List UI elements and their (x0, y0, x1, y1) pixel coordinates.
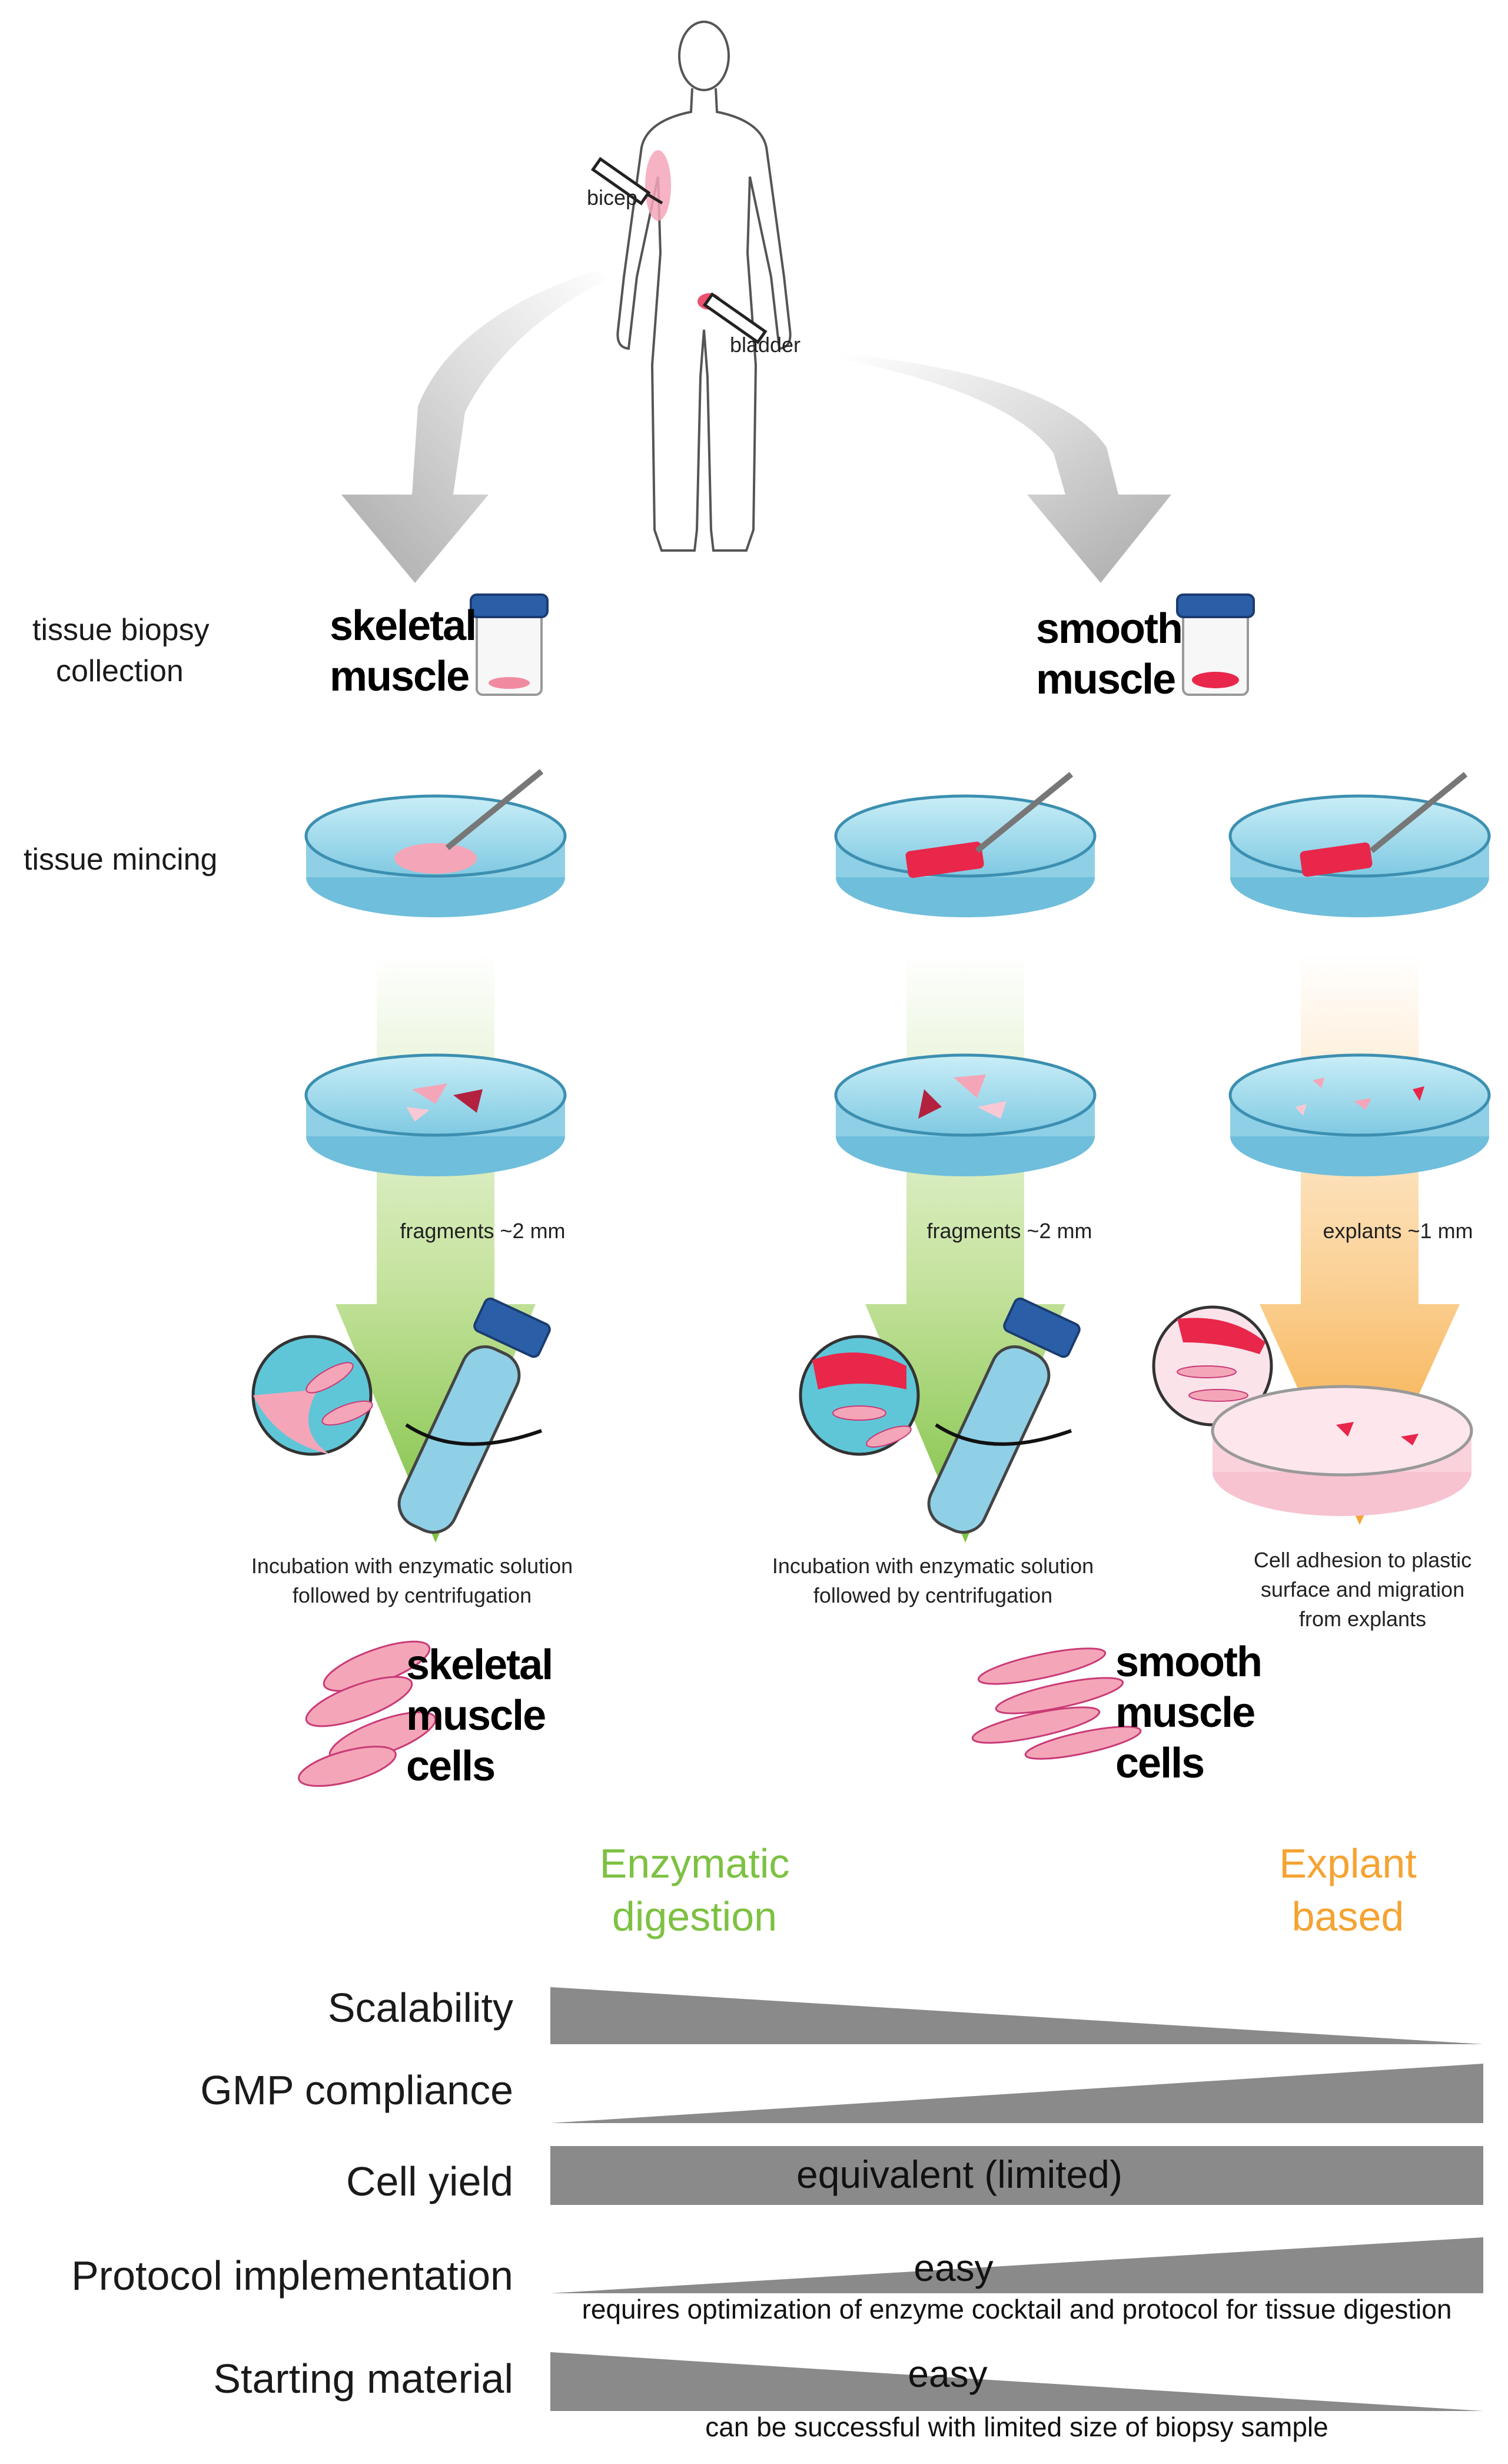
petri-dish-explants-right (1228, 1053, 1491, 1176)
explant-heading-line1: Explant (1279, 1840, 1417, 1886)
criterion-cell-yield: Cell yield (346, 2158, 513, 2204)
skm-cells-line1: skeletal (406, 1641, 553, 1689)
container-icon-skeletal (470, 593, 549, 696)
explant-based-heading: Explant based (1207, 1837, 1489, 1943)
bicep-needle-icon (590, 157, 663, 205)
step-label-mincing: tissue mincing (24, 843, 218, 877)
smooth-muscle-title-line1: smooth (1036, 605, 1183, 652)
bicep-label: bicep (586, 185, 638, 210)
skm-cells-line2: muscle (406, 1692, 546, 1739)
enzymatic-digestion-heading: Enzymatic digestion (530, 1837, 859, 1943)
incubation-text-mid-1: Incubation with enzymatic solution (772, 1554, 1094, 1578)
fragments-label-mid: fragments ~2 mm (926, 1219, 1092, 1243)
step-label-collection-2: collection (56, 654, 184, 688)
petri-dish-mincing-left (304, 769, 567, 917)
smc-cells-line1: smooth (1115, 1639, 1263, 1686)
skeletal-muscle-cells-cluster (298, 1640, 437, 1787)
protocol-easy-text: easy (914, 2247, 994, 2289)
starting-material-note: can be successful with limited size of b… (705, 2412, 1328, 2442)
criterion-scalability: Scalability (327, 1985, 513, 2031)
smc-cells-line2: muscle (1115, 1689, 1255, 1736)
skm-cells-line3: cells (406, 1743, 496, 1790)
criterion-protocol-implementation: Protocol implementation (71, 2253, 513, 2299)
adhesion-text-3: from explants (1298, 1607, 1427, 1631)
petri-dish-fragments-left (304, 1053, 567, 1176)
gray-arrow-right (842, 353, 1171, 583)
smooth-muscle-title-line2: muscle (1036, 656, 1176, 703)
incubation-text-left: Incubation with enzymatic solution follo… (206, 1551, 618, 1610)
explant-dish-right (1211, 1385, 1473, 1516)
criterion-starting-material: Starting material (213, 2356, 513, 2402)
adhesion-text: Cell adhesion to plastic surface and mig… (1218, 1546, 1507, 1634)
zoom-circle-mid (799, 1335, 920, 1456)
incubation-text-left-1: Incubation with enzymatic solution (251, 1554, 573, 1578)
starting-easy-text: easy (908, 2353, 988, 2395)
smooth-muscle-cells-label: smooth muscle cells (1115, 1637, 1263, 1789)
cell-yield-text: equivalent (limited) (796, 2153, 1122, 2196)
container-icon-smooth (1176, 593, 1255, 696)
petri-dish-mincing-mid (834, 772, 1097, 917)
skeletal-muscle-title-line1: skeletal (330, 602, 477, 649)
centrifuge-tube-left (397, 1297, 551, 1534)
bicep-biopsy-site (645, 150, 671, 221)
step-label-collection-1: tissue biopsy (32, 613, 210, 647)
enzymatic-heading-line2: digestion (612, 1893, 778, 1939)
fragments-label-left: fragments ~2 mm (400, 1219, 566, 1243)
starting-material-bar (550, 2352, 1483, 2411)
bladder-label: bladder (729, 333, 801, 357)
skeletal-muscle-title-line2: muscle (330, 653, 470, 700)
human-silhouette (616, 21, 792, 552)
incubation-text-mid: Incubation with enzymatic solution follo… (727, 1551, 1139, 1610)
incubation-text-left-2: followed by centrifugation (292, 1583, 532, 1607)
explants-label: explants ~1 mm (1323, 1219, 1473, 1243)
explant-heading-line2: based (1291, 1893, 1404, 1939)
protocol-note: requires optimization of enzyme cocktail… (582, 2294, 1452, 2324)
gray-arrow-left (341, 271, 612, 583)
criterion-gmp-compliance: GMP compliance (200, 2067, 513, 2113)
smooth-muscle-title: smooth muscle (1036, 603, 1183, 705)
adhesion-text-1: Cell adhesion to plastic (1253, 1548, 1472, 1572)
scalability-bar (550, 1987, 1483, 2044)
bladder-needle-icon (702, 292, 768, 344)
zoom-circle-right (1152, 1305, 1273, 1427)
petri-dish-fragments-mid (834, 1053, 1097, 1176)
protocol-implementation-bar (550, 2237, 1483, 2293)
centrifuge-tube-mid (927, 1297, 1081, 1534)
enzymatic-heading-line1: Enzymatic (599, 1840, 790, 1886)
zoom-circle-left (251, 1335, 373, 1456)
cell-yield-bar (550, 2146, 1483, 2205)
gmp-compliance-bar (550, 2064, 1483, 2123)
adhesion-text-2: surface and migration (1260, 1577, 1465, 1601)
incubation-text-mid-2: followed by centrifugation (813, 1583, 1053, 1607)
smooth-muscle-cells-cluster (971, 1647, 1142, 1760)
petri-dish-mincing-right (1228, 772, 1491, 917)
skeletal-muscle-cells-label: skeletal muscle cells (406, 1640, 553, 1792)
skeletal-muscle-title: skeletal muscle (330, 601, 477, 702)
smc-cells-line3: cells (1115, 1740, 1205, 1787)
